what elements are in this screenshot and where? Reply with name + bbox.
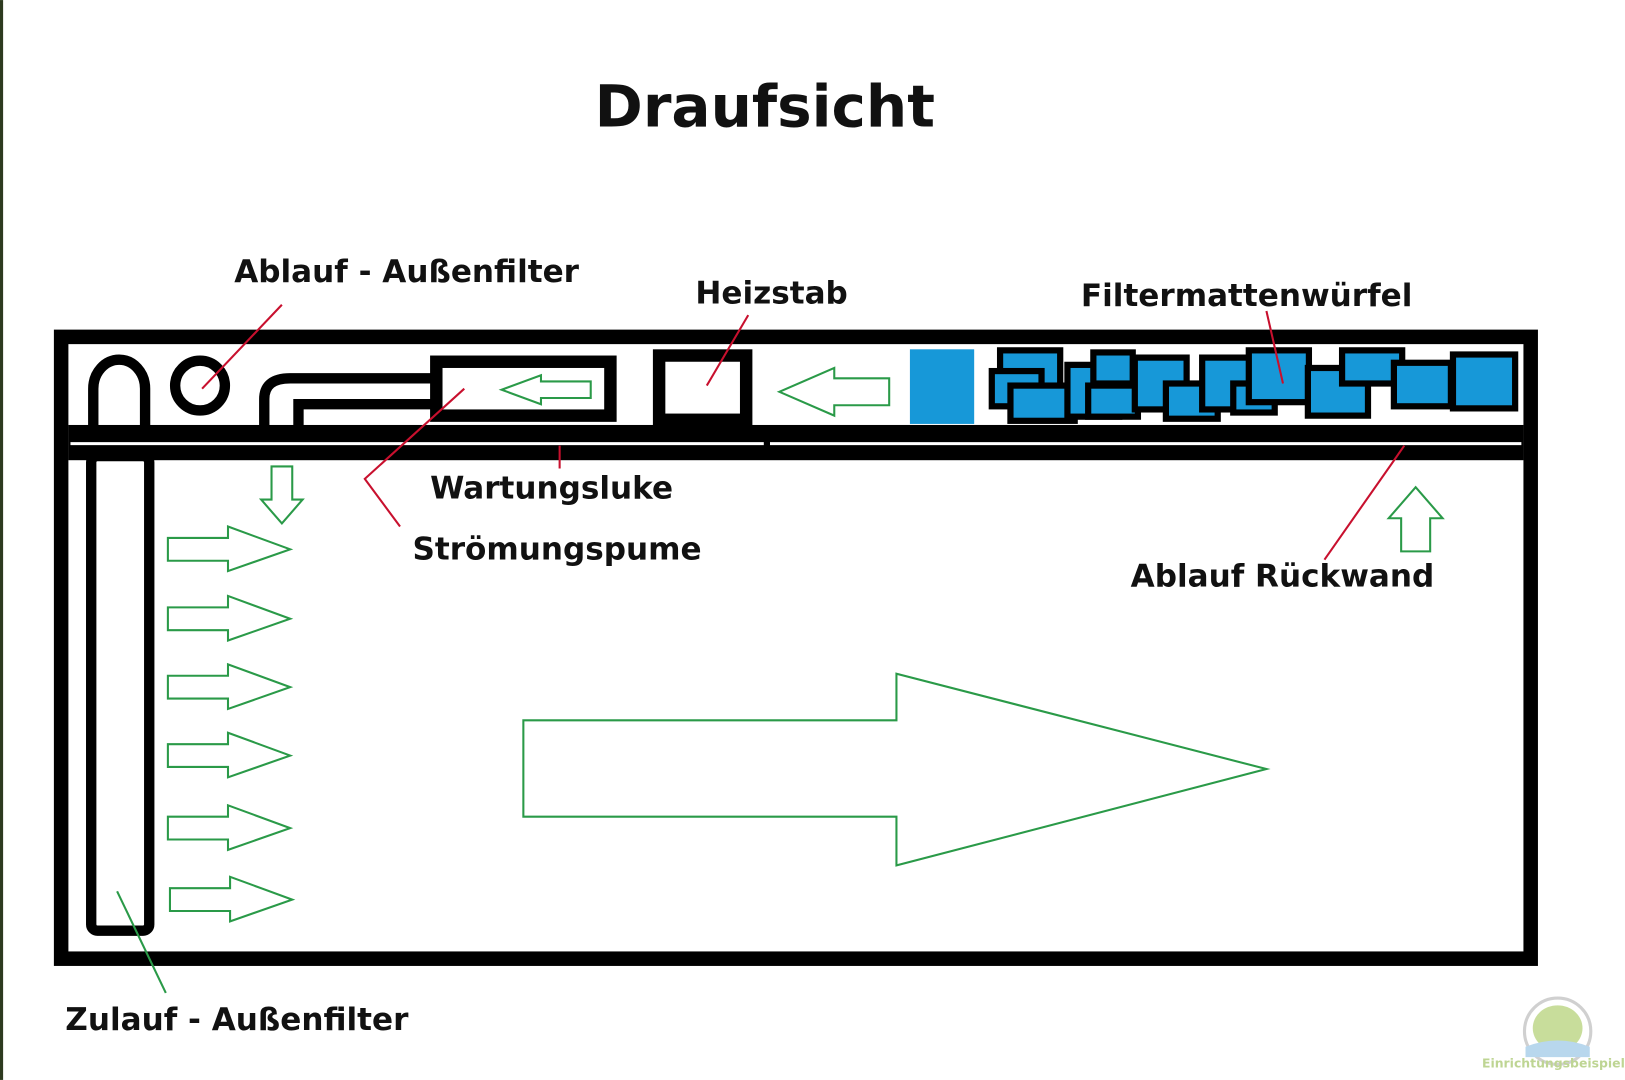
outlet-pipe-circle [169,355,231,416]
label-filtermattenwuerfel: Filtermattenwürfel [1081,278,1412,314]
flow-pump-box [430,355,617,422]
inflow-arrows [166,525,296,923]
arrow-left-icon [498,373,592,406]
label-zulauf-aussenfilter: Zulauf - Außenfilter [65,1002,409,1038]
svg-text:Einrichtungsbeispiele: Einrichtungsbeispiele [1482,1056,1625,1071]
heater-box [652,349,753,427]
label-stroemungspumpe: Strömungspume [412,532,701,568]
pump-pipe [259,373,434,425]
arrow-down-icon [258,465,305,525]
main-flow-arrow [522,672,1271,867]
left-edge [0,0,4,1080]
watermark-logo: Einrichtungsbeispiele [1482,996,1625,1071]
filter-mat-cubes [909,347,1519,424]
inlet-pipe [88,354,151,425]
label-heizstab: Heizstab [695,276,847,312]
inlet-pipe-lower [86,450,155,936]
label-ablauf-aussenfilter: Ablauf - Außenfilter [234,254,579,290]
arrow-left-icon [776,366,891,418]
tank-outline [53,329,1538,966]
label-wartungsluke: Wartungsluke [430,471,673,507]
label-ablauf-rueckwand: Ablauf Rückwand [1131,559,1435,595]
arrow-up-icon [1386,485,1445,553]
diagram-title: Draufsicht [595,72,935,140]
